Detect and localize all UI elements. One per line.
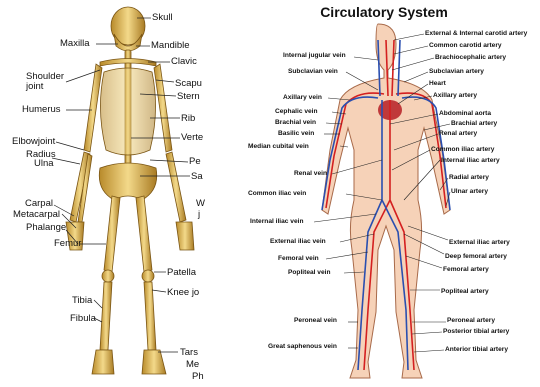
label-internal-jugular-vein: Internal jugular vein [283,53,346,60]
label-popliteal-vein: Popliteal vein [288,270,331,277]
label-internal-iliac-vein: Internal iliac vein [250,219,304,226]
label-skull: Skull [152,13,173,23]
label-axillary-vein: Axillary vein [283,95,322,102]
label-renal-vein: Renal vein [294,171,327,178]
label-clavicle: Clavic [171,57,197,67]
label-posterior-tibial-artery: Posterior tibial artery [443,329,509,336]
label-great-saphenous-vein: Great saphenous vein [268,344,337,351]
label-common-iliac-vein: Common iliac vein [248,191,306,198]
label-cephalic-vein: Cephalic vein [275,109,318,116]
skeleton-diagram: Skull Maxilla Mandible Clavic Shoulder j… [0,0,218,387]
label-elbow-joint: Elbowjoint [12,137,55,147]
label-deep-femoral-artery: Deep femoral artery [445,254,507,261]
label-basilic-vein: Basilic vein [278,131,314,138]
label-scapula: Scapu [175,79,202,89]
label-tibia: Tibia [72,296,92,306]
label-internal-iliac-artery: Internal iliac artery [441,158,500,165]
label-knee-joint: Knee jo [167,288,199,298]
label-brachial-artery: Brachial artery [451,121,497,128]
label-external-internal-carotid-artery: External & Internal carotid artery [425,31,527,38]
label-axillary-artery: Axillary artery [433,93,477,100]
label-ulna: Ulna [34,159,54,169]
label-patella: Patella [167,268,196,278]
label-me: Me [186,360,199,370]
label-subclavian-artery: Subclavian artery [429,69,484,76]
label-brachiocephalic-artery: Brachiocephalic artery [435,55,506,62]
label-common-iliac-artery: Common iliac artery [431,147,494,154]
label-femur: Femur [54,239,81,249]
diagram-title: Circulatory System [228,4,540,20]
label-maxilla: Maxilla [60,39,90,49]
label-peroneal-vein: Peroneal vein [294,318,337,325]
label-femoral-artery: Femoral artery [443,267,489,274]
label-renal-artery: Renal artery [439,131,477,138]
label-rib: Rib [181,114,195,124]
label-median-cubital-vein: Median cubital vein [248,144,309,151]
label-sternum: Stern [177,92,200,102]
label-mandible: Mandible [151,41,190,51]
label-ph: Ph [192,372,204,382]
label-phalange: Phalange [26,223,66,233]
label-carpal: Carpal [25,199,53,209]
label-w: W [196,199,205,209]
label-peroneal-artery: Peroneal artery [447,318,495,325]
label-abdominal-aorta: Abdominal aorta [439,111,491,118]
label-tarsal: Tars [180,348,198,358]
label-vertebra: Verte [181,133,203,143]
label-femoral-vein: Femoral vein [278,256,319,263]
label-humerus: Humerus [22,105,61,115]
circulatory-diagram: Circulatory System Internal jugular vein… [228,0,540,387]
label-popliteal-artery: Popliteal artery [441,289,489,296]
label-anterior-tibial-artery: Anterior tibial artery [445,347,508,354]
label-common-carotid-artery: Common carotid artery [429,43,502,50]
label-radial-artery: Radial artery [449,175,489,182]
label-metacarpal: Metacarpal [13,210,60,220]
label-shoulder-joint: Shoulder joint [26,72,64,91]
label-pelvis: Pe [189,157,201,167]
label-fibula: Fibula [70,314,96,324]
label-external-iliac-vein: External iliac vein [270,239,326,246]
label-j: j [198,210,200,220]
label-ulnar-artery: Ulnar artery [451,189,488,196]
label-subclavian-vein: Subclavian vein [288,69,338,76]
label-sacrum: Sa [191,172,203,182]
label-brachial-vein: Brachial vein [275,120,316,127]
label-external-iliac-artery: External iliac artery [449,240,510,247]
label-heart: Heart [429,81,446,88]
